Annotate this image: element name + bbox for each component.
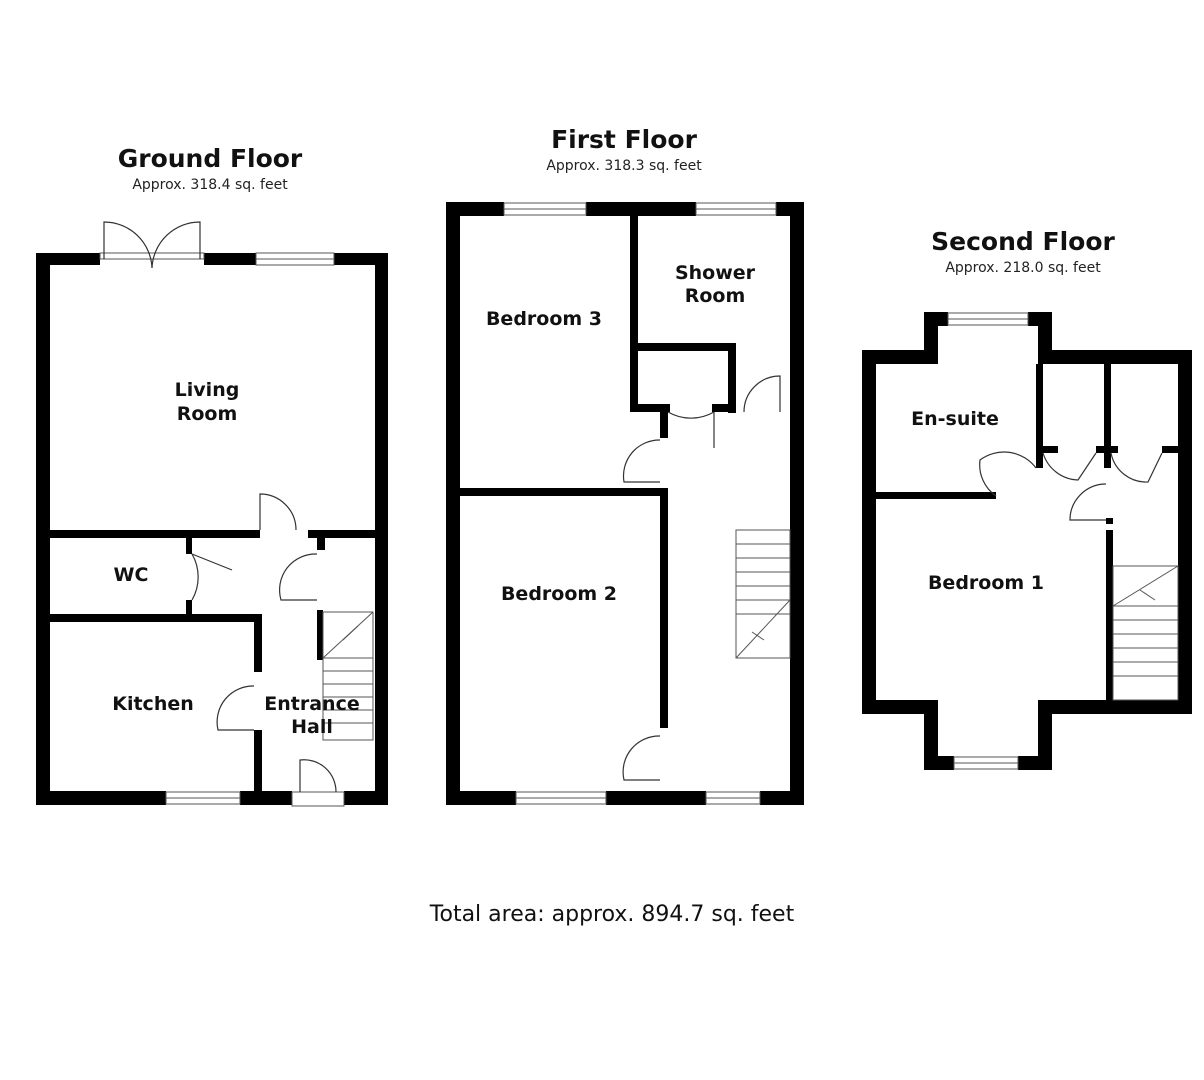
entrance-hall-label-2: Hall: [291, 716, 333, 738]
bedroom-3-label: Bedroom 3: [486, 308, 602, 330]
wall: [446, 202, 460, 805]
wall: [1036, 446, 1058, 453]
wall: [862, 350, 938, 364]
door-swing: [979, 451, 1037, 497]
wall: [1036, 364, 1043, 468]
second-floor-area: Approx. 218.0 sq. feet: [945, 260, 1101, 276]
front-door-frame: [291, 791, 345, 807]
en-suite-label: En-suite: [911, 408, 999, 430]
door-swing: [278, 553, 318, 601]
staircase: [322, 611, 374, 741]
wall: [660, 404, 668, 438]
wall: [308, 530, 375, 538]
door-swing: [259, 493, 297, 531]
total-area: Total area: approx. 894.7 sq. feet: [429, 902, 795, 927]
wall: [446, 202, 504, 216]
wall: [1096, 446, 1118, 453]
bedroom-2-label: Bedroom 2: [501, 583, 617, 605]
wall: [204, 253, 256, 265]
door-leaf: [191, 553, 233, 571]
wall: [36, 253, 50, 805]
wall: [240, 791, 292, 805]
door-swing: [743, 375, 781, 413]
first-floor-plan: First Floor Approx. 318.3 sq. feet: [446, 125, 804, 805]
wall: [1018, 756, 1052, 770]
first-floor-title: First Floor: [551, 125, 698, 154]
wall: [50, 614, 262, 622]
wall: [460, 488, 668, 496]
shower-room-label: Shower: [675, 262, 756, 284]
door-swing: [1110, 452, 1163, 483]
entrance-hall-label: Entrance: [264, 693, 359, 715]
wall: [924, 756, 954, 770]
french-door-frame: [99, 252, 205, 260]
wall: [1038, 350, 1192, 364]
front-door-swing: [299, 759, 337, 793]
wall: [760, 791, 804, 805]
wall: [606, 791, 706, 805]
shower-room-label-2: Room: [685, 285, 746, 307]
door-swing: [622, 439, 661, 483]
second-floor-plan: Second Floor Approx. 218.0 sq. feet: [862, 227, 1192, 770]
living-room-label: Living: [175, 379, 240, 401]
wall: [186, 600, 192, 614]
wall: [876, 492, 996, 499]
door-swing: [1042, 452, 1097, 481]
french-door-swing: [151, 221, 201, 269]
living-room-label-2: Room: [177, 403, 238, 425]
ground-floor-area: Approx. 318.4 sq. feet: [132, 177, 288, 193]
wall: [375, 253, 388, 805]
wall: [728, 343, 736, 413]
wall: [50, 530, 260, 538]
door-swing: [216, 685, 255, 731]
door-swing: [667, 411, 715, 419]
staircase: [735, 529, 791, 659]
bedroom-1-label: Bedroom 1: [928, 572, 1044, 594]
wall: [862, 350, 876, 714]
wc-label: WC: [114, 564, 149, 586]
wall: [344, 791, 388, 805]
wall: [1178, 350, 1192, 714]
staircase: [1112, 565, 1179, 701]
wall: [790, 202, 804, 805]
door-swing: [191, 553, 199, 601]
kitchen-label: Kitchen: [112, 693, 194, 715]
wall: [1038, 700, 1192, 714]
ground-floor-title: Ground Floor: [118, 144, 303, 173]
wall: [317, 538, 325, 550]
door-swing: [622, 735, 661, 781]
second-floor-title: Second Floor: [931, 227, 1115, 256]
door-swing: [1069, 483, 1107, 521]
wall: [1106, 530, 1113, 700]
wall: [638, 343, 736, 351]
wall: [334, 253, 388, 265]
wall: [660, 488, 668, 728]
wall: [254, 622, 262, 672]
wall: [36, 791, 166, 805]
ground-floor-plan: Ground Floor Approx. 318.4 sq. feet: [36, 144, 388, 807]
first-floor-area: Approx. 318.3 sq. feet: [546, 158, 702, 174]
wall: [924, 700, 938, 770]
wall: [1106, 518, 1113, 524]
wall: [862, 700, 938, 714]
wall: [586, 202, 696, 216]
wall: [712, 404, 736, 412]
wall: [630, 404, 670, 412]
wall: [446, 791, 516, 805]
french-door-swing: [103, 221, 153, 269]
wall: [254, 730, 262, 791]
wall: [630, 216, 638, 412]
wall: [1038, 700, 1052, 770]
wall: [36, 253, 100, 265]
wall: [317, 610, 323, 660]
wall: [186, 538, 192, 554]
wall: [1162, 446, 1178, 453]
wall: [1104, 364, 1111, 468]
